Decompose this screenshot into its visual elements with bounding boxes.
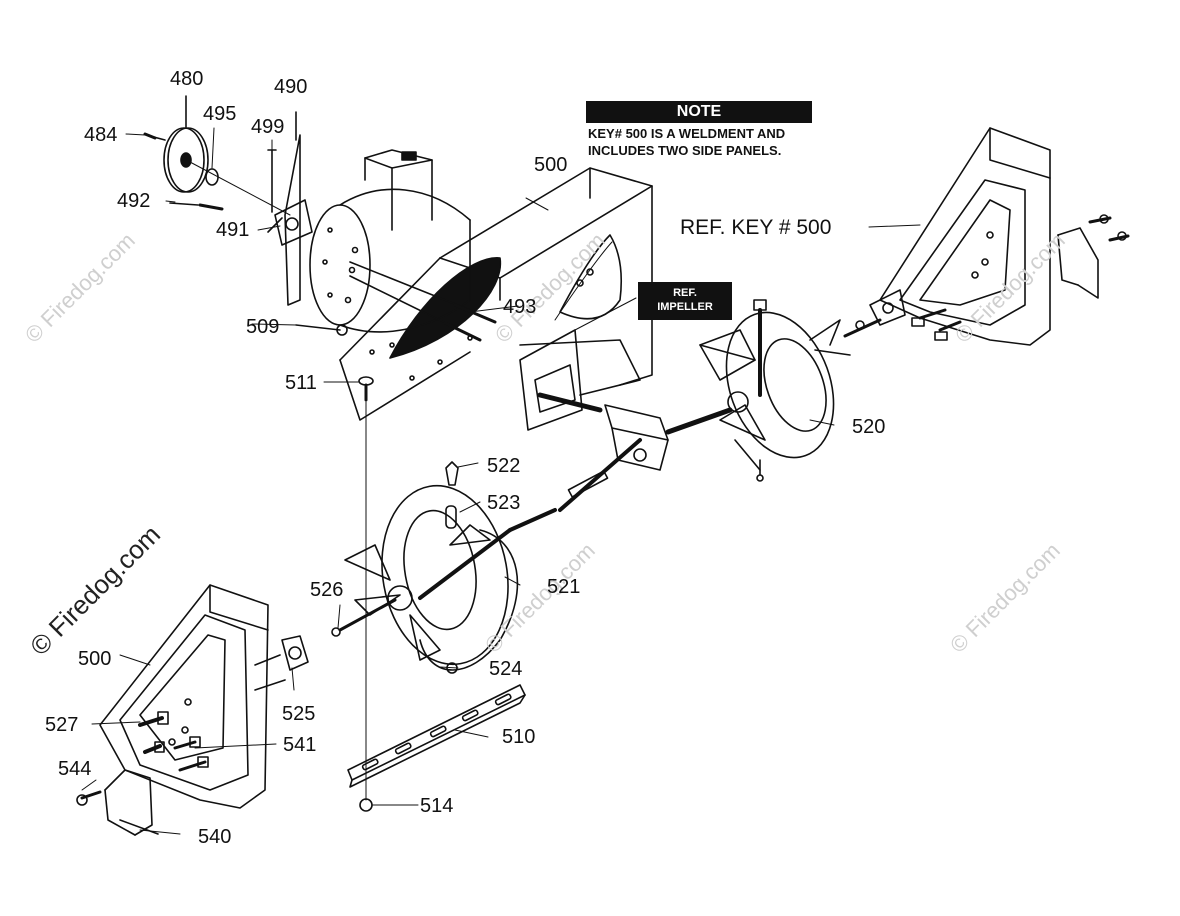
part-label-495: 495 <box>203 103 237 125</box>
note-text: KEY# 500 IS A WELDMENT AND INCLUDES TWO … <box>588 125 828 159</box>
part-label-521: 521 <box>547 576 581 598</box>
part-label-526: 526 <box>310 579 344 601</box>
note-header: NOTE <box>586 101 812 123</box>
ref-key-label: REF. KEY # 500 <box>680 216 832 239</box>
part-label-500-left: 500 <box>78 648 112 670</box>
part-label-541: 541 <box>283 734 317 756</box>
part-label-500-top: 500 <box>534 154 568 176</box>
gearbox-shaft-drawing <box>508 329 733 532</box>
part-label-544: 544 <box>58 758 92 780</box>
part-label-540: 540 <box>198 826 232 848</box>
part-label-484: 484 <box>84 124 118 146</box>
bearing-plate-drawing <box>267 111 313 306</box>
part-label-499: 499 <box>251 116 285 138</box>
shave-plate-bolt-drawing <box>358 376 374 801</box>
leader-lines <box>81 127 921 835</box>
left-side-panel-drawing <box>76 584 286 836</box>
shear-pin-drawing <box>445 461 459 674</box>
part-label-523: 523 <box>487 492 521 514</box>
part-label-490: 490 <box>274 76 308 98</box>
note-line-2: INCLUDES TWO SIDE PANELS. <box>588 143 782 158</box>
bearing-525-drawing <box>281 635 309 671</box>
note-line-1: KEY# 500 IS A WELDMENT AND <box>588 126 786 141</box>
part-label-522: 522 <box>487 455 521 477</box>
part-label-527: 527 <box>45 714 79 736</box>
part-label-491: 491 <box>216 219 250 241</box>
ref-impeller-line-2: IMPELLER <box>657 301 713 313</box>
part-label-509: 509 <box>246 316 280 338</box>
part-label-524: 524 <box>489 658 523 680</box>
left-auger-drawing <box>331 484 519 671</box>
right-side-panel-drawing <box>869 127 1130 346</box>
impeller-housing-drawing <box>309 149 497 342</box>
pulley-assembly-drawing <box>143 95 291 216</box>
ref-impeller-label: REF. IMPELLER <box>638 282 732 320</box>
part-label-492: 492 <box>117 190 151 212</box>
part-label-493: 493 <box>503 296 537 318</box>
part-label-520: 520 <box>852 416 886 438</box>
part-label-525: 525 <box>282 703 316 725</box>
part-label-480: 480 <box>170 68 204 90</box>
part-label-510: 510 <box>502 726 536 748</box>
shave-plate-drawing <box>347 684 526 812</box>
part-label-514: 514 <box>420 795 454 817</box>
ref-impeller-line-1: REF. <box>673 287 697 299</box>
right-auger-drawing <box>699 299 882 482</box>
part-label-511: 511 <box>285 372 317 394</box>
auger-housing-drawing <box>339 167 653 421</box>
